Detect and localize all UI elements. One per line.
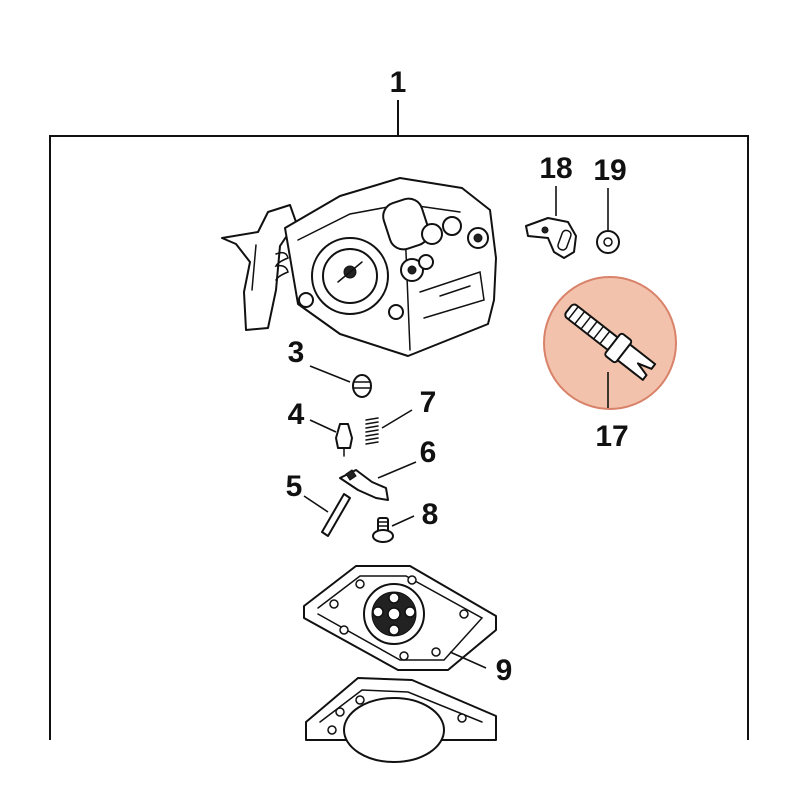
callout-3: 3: [288, 336, 305, 369]
inlet-needle-part[interactable]: [309, 419, 353, 457]
control-lever-part[interactable]: [339, 461, 417, 501]
callout-9: 9: [496, 654, 513, 687]
callout-4: 4: [288, 398, 305, 431]
callout-6: 6: [420, 436, 437, 469]
callout-5: 5: [286, 470, 303, 503]
callout-19: 19: [593, 154, 626, 187]
callout-17: 17: [595, 420, 628, 453]
lower-gasket-part[interactable]: [305, 677, 497, 763]
lever-part[interactable]: [525, 186, 577, 259]
callout-8: 8: [422, 498, 439, 531]
assembly-frame: [49, 100, 749, 740]
callout-18: 18: [539, 152, 572, 185]
callout-7: 7: [420, 386, 437, 419]
carburetor-body[interactable]: [221, 177, 497, 357]
screw-part[interactable]: [372, 515, 415, 543]
callout-1: 1: [390, 66, 407, 99]
spindle-part[interactable]: [303, 493, 351, 537]
gasket-part[interactable]: [303, 565, 497, 671]
highlighted-adjusting-screw[interactable]: [543, 276, 677, 410]
fitting-part[interactable]: [309, 365, 372, 398]
nut-part[interactable]: [596, 188, 620, 254]
spring-part[interactable]: [365, 409, 413, 445]
